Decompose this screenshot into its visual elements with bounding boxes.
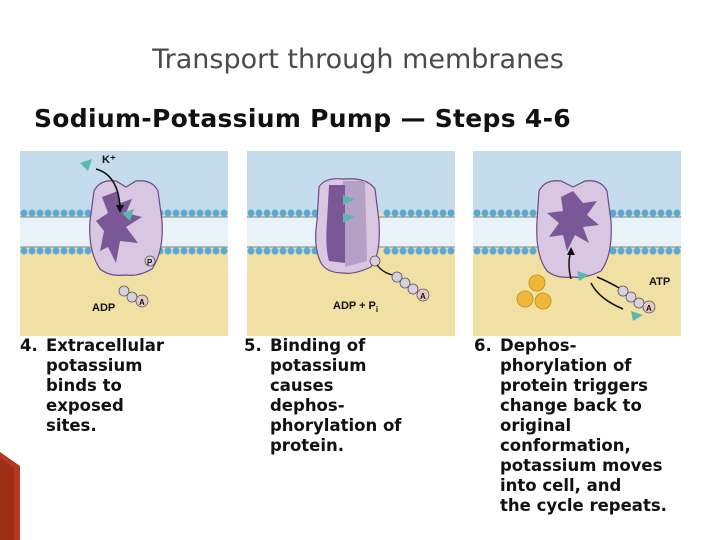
phosphate-label: P [147, 258, 153, 267]
pi-subscript: i [376, 305, 378, 314]
panel-step-5: A ADP + Pi [247, 151, 455, 336]
k-label: K⁺ [102, 154, 116, 166]
phosphate-release-arrow [376, 264, 394, 276]
sodium-ions [516, 274, 552, 310]
arrowhead [116, 205, 124, 213]
adp-pi-text: ADP + P [333, 300, 376, 312]
adenosine-label: A [139, 298, 145, 307]
atp-molecule: A [617, 285, 656, 314]
panel-step-6-illustration: A ATP [473, 151, 681, 336]
adp-molecule: A [391, 271, 430, 302]
step-6-text: Dephos- phorylation of protein triggers … [500, 336, 667, 515]
potassium-ion [577, 271, 589, 281]
atp-label: ATP [649, 276, 670, 288]
adp-pi-label: ADP + Pi [333, 300, 378, 314]
step-5-number: 5. [244, 336, 262, 355]
atp-binding-arrow [596, 276, 622, 290]
potassium-arrow [95, 168, 121, 208]
adenosine-label: A [420, 292, 426, 301]
phosphate [144, 255, 156, 267]
pump-protein [315, 178, 380, 274]
panel-step-4: K⁺ P A ADP [20, 151, 228, 336]
step-4-text: Extracellular potassium binds to exposed… [46, 336, 165, 435]
panel-step-6: A ATP [473, 151, 681, 336]
adp-label: ADP [92, 302, 115, 314]
adenosine-label: A [646, 304, 652, 313]
panel-step-4-illustration: K⁺ P A ADP [20, 151, 228, 336]
phosphate [369, 255, 381, 267]
corner-accent [0, 452, 20, 540]
adp-molecule: A [118, 285, 149, 308]
step-4-number: 4. [20, 336, 38, 355]
potassium-ions [80, 159, 134, 221]
step-5-text: Binding of potassium causes dephos- phor… [270, 336, 402, 455]
pump-protein [536, 180, 612, 278]
step-6-number: 6. [474, 336, 492, 355]
arrowhead [567, 247, 575, 255]
potassium-release-arrow [590, 282, 624, 310]
pump-protein [89, 180, 163, 276]
slide-title: Transport through membranes [152, 44, 564, 75]
figure-title: Sodium-Potassium Pump — Steps 4-6 [34, 104, 571, 133]
panel-step-5-illustration: A ADP + Pi [247, 151, 455, 336]
potassium-ion-released [631, 311, 643, 321]
lipid-bilayer [473, 209, 681, 255]
potassium-ions [343, 195, 355, 223]
